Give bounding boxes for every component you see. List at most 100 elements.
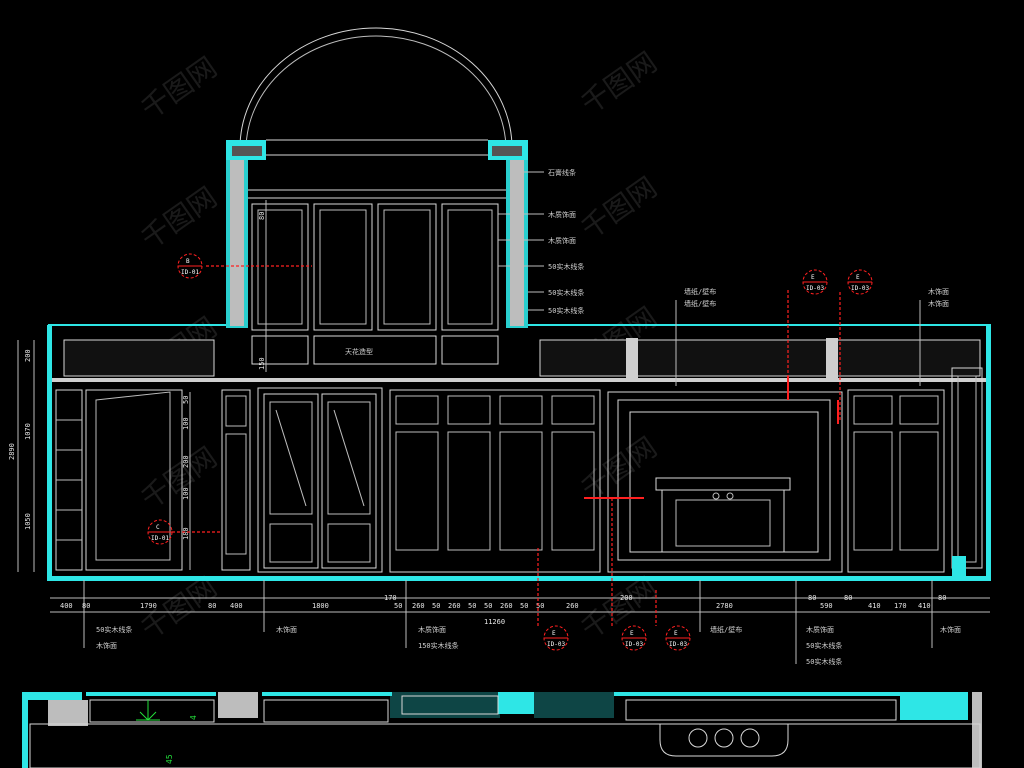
- svg-text:80: 80: [82, 602, 90, 610]
- svg-text:ID-03: ID-03: [547, 641, 565, 648]
- svg-text:天花造型: 天花造型: [345, 347, 373, 356]
- svg-text:80: 80: [808, 594, 816, 602]
- section-mark-e4: E ID-03: [584, 497, 647, 651]
- svg-text:260: 260: [566, 602, 579, 610]
- svg-text:C: C: [156, 524, 160, 531]
- svg-text:50实木线条: 50实木线条: [548, 306, 584, 315]
- svg-text:50实木线条: 50实木线条: [548, 288, 584, 297]
- arch-dome: [239, 27, 513, 151]
- fireplace: [607, 391, 843, 573]
- svg-text:590: 590: [820, 602, 833, 610]
- bottom-dimension-chain: 400 80 1790 80 400 1800 170 50 260 50 26…: [50, 594, 990, 626]
- svg-text:50实木线条: 50实木线条: [548, 262, 584, 271]
- svg-text:200: 200: [182, 455, 190, 468]
- svg-text:50: 50: [520, 602, 528, 610]
- upper-right-annotations: 石膏线条 木质饰面 木质饰面 50实木线条 50实木线条 50实木线条: [498, 168, 584, 315]
- svg-text:木质饰面: 木质饰面: [548, 236, 576, 245]
- svg-text:木饰面: 木饰面: [96, 641, 117, 650]
- svg-text:石膏线条: 石膏线条: [548, 168, 576, 177]
- svg-text:150: 150: [258, 357, 266, 370]
- svg-text:木饰面: 木饰面: [276, 625, 297, 634]
- svg-text:260: 260: [500, 602, 513, 610]
- svg-text:50: 50: [432, 602, 440, 610]
- svg-text:1800: 1800: [312, 602, 329, 610]
- svg-text:260: 260: [448, 602, 461, 610]
- svg-text:B: B: [186, 258, 190, 265]
- svg-text:ID-03: ID-03: [669, 641, 687, 648]
- section-mark-e5: E ID-03: [655, 590, 691, 651]
- ceiling-band: [47, 324, 991, 581]
- svg-text:千图网: 千图网: [575, 46, 663, 121]
- svg-text:千图网: 千图网: [575, 571, 663, 646]
- svg-text:墙纸/壁布: 墙纸/壁布: [684, 299, 716, 308]
- svg-text:1790: 1790: [140, 602, 157, 610]
- cabinet-panels: [389, 389, 601, 573]
- svg-text:50实木线条: 50实木线条: [806, 657, 842, 666]
- svg-text:ID-03: ID-03: [625, 641, 643, 648]
- svg-text:ID-01: ID-01: [181, 269, 199, 276]
- svg-text:木质饰面: 木质饰面: [806, 625, 834, 634]
- svg-text:200: 200: [24, 349, 32, 362]
- svg-text:50: 50: [484, 602, 492, 610]
- svg-text:400: 400: [230, 602, 243, 610]
- svg-text:1070: 1070: [24, 423, 32, 440]
- svg-text:E: E: [674, 630, 678, 637]
- svg-text:170: 170: [894, 602, 907, 610]
- svg-text:50实木线条: 50实木线条: [806, 641, 842, 650]
- right-cabinets: [847, 367, 983, 578]
- svg-text:E: E: [552, 630, 556, 637]
- double-door: [257, 387, 383, 573]
- svg-text:400: 400: [60, 602, 73, 610]
- svg-text:木质饰面: 木质饰面: [548, 210, 576, 219]
- svg-text:千图网: 千图网: [135, 441, 223, 516]
- svg-text:ID-03: ID-03: [806, 285, 824, 292]
- svg-text:80: 80: [938, 594, 946, 602]
- svg-text:45: 45: [165, 754, 174, 764]
- section-mark-e1: E ID-03: [787, 269, 828, 400]
- svg-text:50实木线条: 50实木线条: [96, 625, 132, 634]
- svg-text:木饰面: 木饰面: [940, 625, 961, 634]
- svg-text:2890: 2890: [8, 443, 16, 460]
- svg-text:410: 410: [918, 602, 931, 610]
- svg-text:50: 50: [536, 602, 544, 610]
- upper-tower: 天花造型: [226, 139, 528, 365]
- svg-text:千图网: 千图网: [575, 171, 663, 246]
- left-wall-section: [55, 389, 251, 571]
- svg-text:180: 180: [182, 527, 190, 540]
- svg-text:100: 100: [182, 487, 190, 500]
- svg-text:ID-03: ID-03: [851, 285, 869, 292]
- svg-text:4: 4: [189, 715, 198, 720]
- svg-text:50: 50: [468, 602, 476, 610]
- svg-text:木饰面: 木饰面: [928, 299, 949, 308]
- svg-text:千图网: 千图网: [135, 181, 223, 256]
- section-mark-b: B ID-01: [177, 253, 312, 279]
- svg-text:墙纸/壁布: 墙纸/壁布: [710, 625, 742, 634]
- svg-text:E: E: [811, 274, 815, 281]
- section-mark-e3: E ID-03: [537, 548, 569, 651]
- svg-text:木质饰面: 木质饰面: [418, 625, 446, 634]
- svg-text:1050: 1050: [24, 513, 32, 530]
- svg-text:千图网: 千图网: [575, 431, 663, 506]
- svg-text:墙纸/壁布: 墙纸/壁布: [684, 287, 716, 296]
- svg-text:ID-01: ID-01: [151, 535, 169, 542]
- svg-text:千图网: 千图网: [135, 51, 223, 126]
- svg-text:E: E: [630, 630, 634, 637]
- left-dimension-chain: 2890 200 1070 1050 50 100 200 100 180 80…: [8, 200, 267, 572]
- svg-text:150实木线条: 150实木线条: [418, 641, 459, 650]
- svg-text:50: 50: [394, 602, 402, 610]
- svg-text:200: 200: [620, 594, 633, 602]
- svg-text:260: 260: [412, 602, 425, 610]
- svg-text:410: 410: [868, 602, 881, 610]
- svg-text:80: 80: [844, 594, 852, 602]
- section-mark-e2: E ID-03: [837, 269, 873, 424]
- mid-annotations: 墙纸/壁布 墙纸/壁布 木饰面 木饰面: [675, 287, 949, 386]
- section-mark-c: C ID-01: [147, 519, 222, 545]
- floor-plan-strip: 45 4: [22, 692, 982, 768]
- svg-text:木饰面: 木饰面: [928, 287, 949, 296]
- svg-text:E: E: [856, 274, 860, 281]
- svg-text:100: 100: [182, 417, 190, 430]
- bottom-annotations: 50实木线条 木饰面 木饰面 木质饰面 150实木线条 墙纸/壁布 木质饰面 5…: [83, 580, 961, 666]
- svg-text:170: 170: [384, 594, 397, 602]
- svg-text:11260: 11260: [484, 618, 505, 626]
